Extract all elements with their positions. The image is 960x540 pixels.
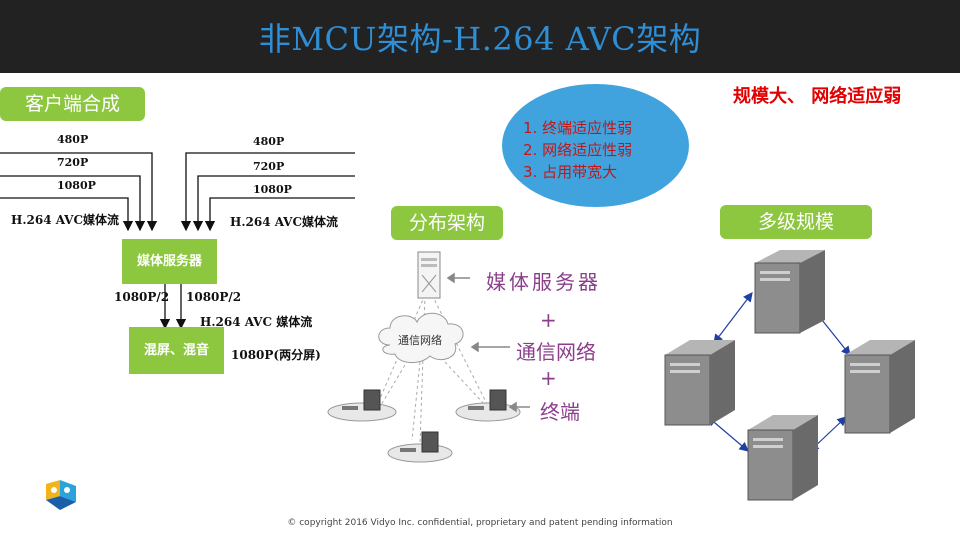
pointer-arrows (446, 272, 530, 413)
server-label: 媒体服务器 (486, 270, 601, 294)
server-to-mixer-arrows (159, 284, 187, 330)
plus-sign: + (540, 366, 557, 390)
slide-title: 非MCU架构-H.264 AVC架构 (258, 20, 702, 58)
left-stream-lines (0, 152, 158, 232)
client-compose-diagram (0, 152, 355, 330)
multilevel-badge: 多级规模 (720, 205, 872, 239)
right-stream-label: H.264 AVC媒体流 (230, 215, 339, 229)
left-stream-label: H.264 AVC媒体流 (11, 213, 120, 227)
right-stream-480p: 480P (253, 135, 285, 148)
multilevel-diagram (664, 250, 915, 501)
cloud-icon: 通信网络 (378, 312, 464, 363)
scale-warning: 规模大、 网络适应弱 (733, 86, 902, 107)
server-icon (747, 415, 818, 501)
problem-item: 1. 终端适应性弱 (523, 119, 633, 137)
server-icon (664, 340, 735, 426)
server-icon (754, 250, 825, 334)
terminal-label: 终端 (540, 400, 580, 424)
problem-item: 2. 网络适应性弱 (523, 141, 633, 159)
right-stream-lines (180, 152, 355, 232)
client-compose-badge: 客户端合成 (0, 87, 145, 121)
terminal-icon (387, 431, 453, 463)
media-server-box: 媒体服务器 (122, 239, 217, 284)
network-label: 通信网络 (516, 340, 596, 364)
problem-item: 3. 占用带宽大 (523, 163, 618, 181)
copyright-footer: © copyright 2016 Vidyo Inc. confidential… (287, 518, 673, 528)
split-right-label: 1080P/2 (186, 290, 242, 304)
left-stream-720p: 720P (57, 156, 89, 169)
title-bar (0, 0, 960, 73)
output-stream-label: H.264 AVC 媒体流 (200, 315, 313, 329)
distributed-badge: 分布架构 (391, 206, 503, 240)
plus-sign: + (540, 308, 557, 332)
problems-list: 1. 终端适应性弱 2. 网络适应性弱 3. 占用带宽大 (523, 117, 632, 183)
mix-output-label: 1080P(两分屏) (231, 348, 321, 362)
terminal-icon (455, 389, 521, 422)
terminal-icon (327, 389, 397, 422)
server-tower-icon (417, 251, 441, 299)
mix-box: 混屏、混音 (129, 327, 224, 374)
split-left-label: 1080P/2 (114, 290, 170, 304)
right-stream-720p: 720P (253, 160, 285, 173)
vidyo-logo (46, 480, 76, 510)
left-stream-1080p: 1080P (57, 179, 96, 192)
problems-ellipse (502, 84, 689, 207)
server-icon (844, 340, 915, 434)
distributed-diagram: 通信网络 (327, 251, 530, 463)
left-stream-480p: 480P (57, 133, 89, 146)
right-stream-1080p: 1080P (253, 183, 292, 196)
cloud-label: 通信网络 (398, 333, 442, 347)
